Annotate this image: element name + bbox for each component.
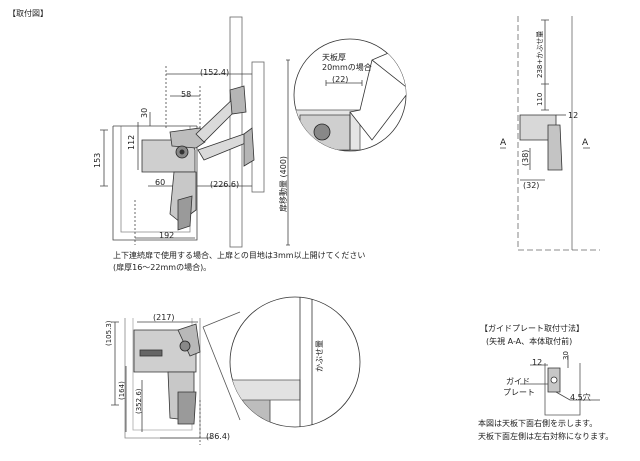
guide-plate-lines (520, 355, 600, 416)
dim-105-3: (105.3) (105, 320, 113, 346)
dim-38: (38) (521, 149, 530, 166)
side-view-lines (500, 16, 600, 251)
dim-110: 110 (536, 92, 544, 106)
guide-label-1: ガイド (506, 377, 530, 386)
dim-352-6: (352.6) (135, 388, 143, 414)
section-mark-right: A (582, 138, 589, 148)
detail-dim-22: (22) (332, 75, 349, 84)
dim-192: 192 (159, 231, 175, 240)
dim-153: 153 (93, 152, 102, 168)
guide-heading: 【ガイドプレート取付寸法】 (480, 324, 584, 333)
top-view-lines (100, 16, 290, 248)
overlap-label: かぶせ量 (315, 340, 324, 372)
dim-152-4: (152.4) (200, 68, 230, 77)
guide-label-2: プレート (503, 388, 535, 397)
note-line-2: (扉厚16〜22mmの場合)。 (113, 263, 212, 272)
section-mark-left: A (500, 138, 507, 148)
note-line-1: 上下連続扉で使用する場合、上扉との目地は3mm以上開けてください (113, 251, 366, 260)
detail-caption-2: 20mmの場合 (322, 63, 372, 72)
dim-112: 112 (127, 134, 136, 150)
dim-226-6: (226.6) (210, 180, 240, 189)
dim-164: (164) (118, 381, 126, 400)
detail-caption-1: 天板厚 (322, 53, 346, 62)
dim-12-side: 12 (568, 111, 579, 120)
dim-217: (217) (153, 313, 175, 322)
dim-30: 30 (140, 107, 149, 118)
page-title: 【取付図】 (8, 9, 48, 18)
dim-60: 60 (155, 178, 166, 187)
dim-32: (32) (523, 181, 540, 190)
top-mechanism (141, 85, 255, 231)
guide-hole: 4.5穴 (570, 393, 591, 402)
guide-subheading: (矢視 A-A、本体取付前) (486, 337, 573, 346)
guide-note-2: 天板下面左側は左右対称になります。 (478, 432, 614, 441)
dim-238: 238+かぶせ量 (536, 30, 544, 78)
detail-circle-top (293, 38, 407, 152)
dim-86-4: (86.4) (206, 432, 231, 441)
dim-58: 58 (181, 90, 192, 99)
detail-circle-bottom (202, 296, 361, 428)
door-travel-label: 扉移動量 (400) (279, 155, 288, 212)
guide-note-1: 本図は天板下面右側を示します。 (478, 419, 598, 428)
guide-dim-30: 30 (562, 351, 570, 360)
guide-dim-12: 12 (532, 358, 543, 367)
bottom-mechanism (133, 323, 201, 425)
